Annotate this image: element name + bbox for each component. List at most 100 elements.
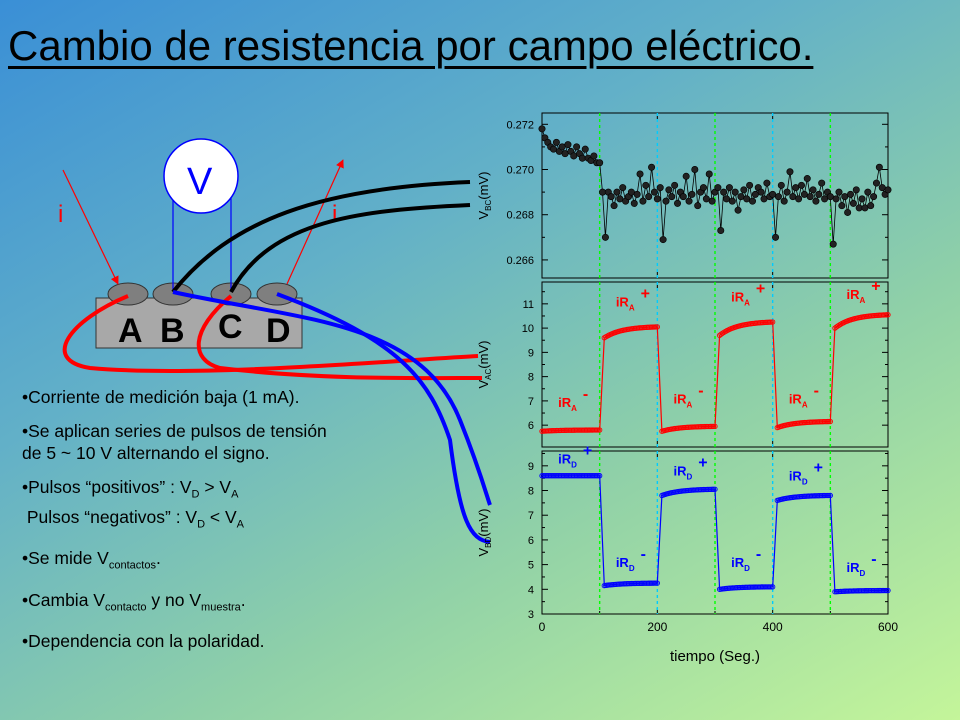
- data-point-0-80: [769, 190, 777, 198]
- annotation-1-5: iRA+: [846, 278, 880, 305]
- data-point-0-90: [797, 181, 805, 189]
- data-point-0-25: [610, 202, 618, 210]
- data-point-0-54: [694, 202, 702, 210]
- data-point-0-57: [702, 195, 710, 203]
- bullet-4: •Se mide Vcontactos.: [22, 548, 161, 572]
- data-point-0-114: [867, 202, 875, 210]
- data-point-0-35: [639, 197, 647, 205]
- bullet-1: •Corriente de medición baja (1 mA).: [22, 387, 300, 407]
- data-point-0-61: [714, 184, 722, 192]
- ytick-label-0-0: 0.266: [506, 255, 534, 267]
- data-point-0-51: [685, 197, 693, 205]
- data-point-0-46: [671, 181, 679, 189]
- data-point-0-104: [838, 202, 846, 210]
- data-point-1-2-37: [712, 423, 718, 430]
- bullet-5: •Cambia Vcontacto y no Vmuestra.: [22, 589, 246, 614]
- data-point-0-39: [650, 188, 658, 196]
- data-point-0-52: [688, 190, 696, 198]
- data-point-1-1-37: [654, 324, 660, 330]
- ytick-label-2-2: 5: [528, 560, 534, 572]
- data-point-0-93: [806, 193, 814, 201]
- data-point-0-56: [699, 184, 707, 192]
- data-point-0-20: [596, 159, 604, 167]
- data-point-0-72: [746, 181, 754, 189]
- data-point-2-5-37: [885, 587, 891, 594]
- data-point-0-14: [578, 154, 586, 162]
- data-point-0-15: [581, 145, 589, 153]
- annotation-1-1: iRA+: [616, 285, 650, 312]
- data-point-0-43: [662, 197, 670, 205]
- data-point-0-89: [795, 195, 803, 203]
- xtick-label-1: 200: [647, 620, 667, 634]
- data-point-0-40: [653, 195, 661, 203]
- data-point-0-96: [815, 190, 823, 198]
- data-point-0-85: [783, 188, 791, 196]
- data-point-0-106: [844, 208, 852, 216]
- data-point-0-64: [723, 195, 731, 203]
- bullet-6: •Dependencia con la polaridad.: [22, 631, 265, 651]
- data-point-0-115: [870, 193, 878, 201]
- bullet-3: •Pulsos “positivos” : VD > VA Pulsos “ne…: [22, 477, 245, 530]
- data-point-0-98: [821, 195, 829, 203]
- data-point-0-50: [682, 172, 690, 180]
- wire-bd-2: [276, 292, 491, 544]
- data-point-0-28: [619, 184, 627, 192]
- series-line-2: [542, 475, 888, 593]
- ytick-label-1-3: 9: [528, 347, 534, 359]
- data-point-0-24: [607, 193, 615, 201]
- ytick-label-0-2: 0.270: [506, 165, 534, 177]
- data-point-0-74: [751, 190, 759, 198]
- data-point-0-21: [599, 188, 607, 196]
- data-point-0-68: [734, 206, 742, 214]
- annotation-1-0: iRA-: [558, 386, 588, 413]
- ytick-label-1-2: 8: [528, 372, 534, 384]
- data-point-0-44: [665, 186, 673, 194]
- data-point-0-58: [705, 170, 713, 178]
- data-point-0-8: [561, 150, 569, 158]
- data-point-0-27: [616, 195, 624, 203]
- ytick-label-0-3: 0.272: [506, 119, 534, 131]
- data-point-0-71: [743, 195, 751, 203]
- ylabel-1: VAC(mV): [476, 341, 493, 389]
- data-point-0-94: [809, 186, 817, 194]
- data-point-0-105: [841, 193, 849, 201]
- voltmeter-label: V: [187, 161, 213, 203]
- data-point-0-4: [550, 145, 558, 153]
- annotation-2-0: iRD+: [558, 442, 592, 469]
- contact-label-d: D: [266, 312, 291, 350]
- ytick-label-0-1: 0.268: [506, 210, 534, 222]
- data-point-0-31: [627, 188, 635, 196]
- data-point-0-117: [875, 163, 883, 171]
- data-point-0-42: [659, 236, 667, 244]
- data-point-0-110: [855, 204, 863, 212]
- annotation-2-5: iRD-: [846, 551, 876, 578]
- data-point-0-78: [763, 179, 771, 187]
- contact-label-b: B: [160, 312, 185, 350]
- data-point-0-84: [780, 197, 788, 205]
- data-point-1-5-37: [885, 312, 891, 318]
- data-point-0-97: [818, 179, 826, 187]
- data-point-2-3-37: [770, 584, 776, 590]
- data-point-0-7: [558, 143, 566, 151]
- ytick-label-2-4: 7: [528, 510, 534, 522]
- data-point-0-76: [757, 188, 765, 196]
- annotation-2-1: iRD-: [616, 546, 646, 573]
- data-point-0-95: [812, 197, 820, 205]
- data-point-0-88: [792, 184, 800, 192]
- data-point-0-91: [800, 190, 808, 198]
- data-point-0-36: [642, 181, 650, 189]
- xtick-label-3: 600: [878, 620, 898, 634]
- data-point-0-83: [777, 181, 785, 189]
- data-point-0-53: [691, 166, 699, 174]
- data-point-0-118: [878, 184, 886, 192]
- data-point-0-12: [573, 143, 581, 151]
- wire-ac-2: [196, 294, 483, 381]
- data-point-0-108: [849, 199, 857, 207]
- ylabel-0: VBC(mV): [476, 172, 493, 220]
- data-point-0-103: [835, 188, 843, 196]
- data-point-0-102: [832, 195, 840, 203]
- data-point-0-5: [552, 138, 560, 146]
- data-point-0-92: [803, 175, 811, 183]
- annotation-2-4: iRD+: [789, 460, 823, 487]
